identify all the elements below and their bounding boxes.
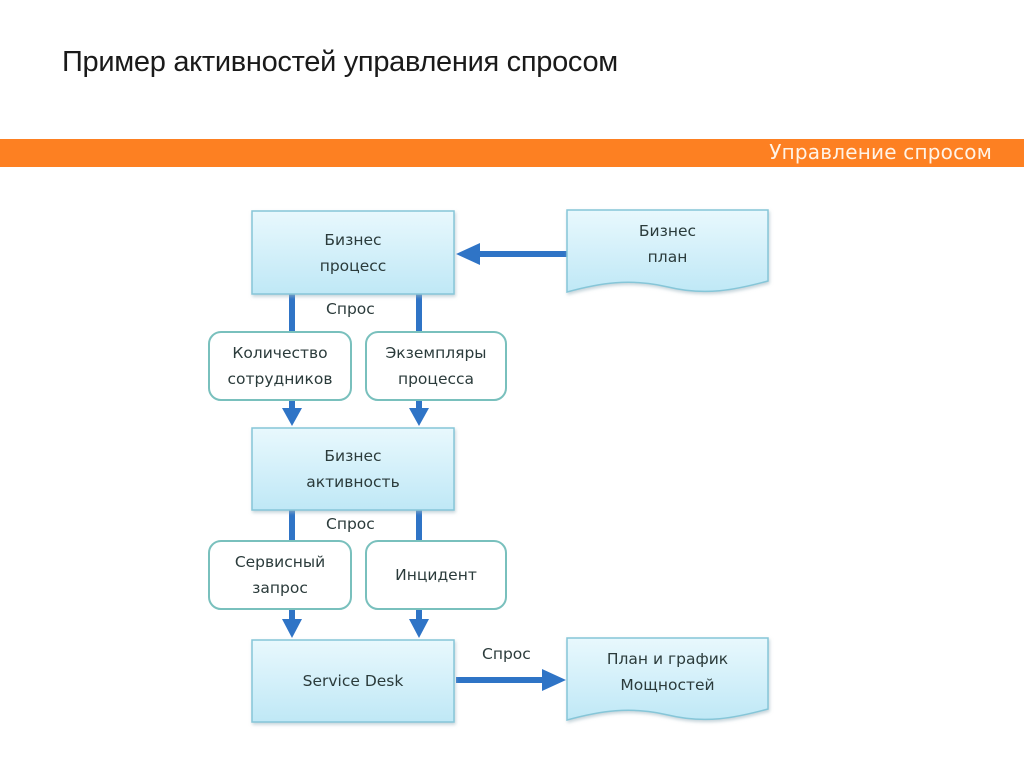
node-incident	[365, 540, 507, 610]
node-capacity-plan	[566, 637, 769, 721]
node-employee-count	[208, 331, 352, 401]
node-business-process	[251, 210, 455, 295]
edge-label-demand: Спрос	[482, 645, 531, 663]
arrowhead-left-icon	[456, 243, 480, 265]
node-service-request	[208, 540, 352, 610]
arrowhead-down-icon	[282, 619, 302, 638]
edge-label-demand: Спрос	[326, 515, 375, 533]
banner-label: Управление спросом	[769, 140, 992, 164]
arrowhead-down-icon	[282, 408, 302, 426]
section-banner: Управление спросом	[0, 139, 1024, 167]
page-title: Пример активностей управления спросом	[62, 46, 618, 78]
edge-label-demand: Спрос	[326, 300, 375, 318]
node-business-activity	[251, 427, 455, 511]
node-service-desk	[251, 639, 455, 723]
arrowhead-right-icon	[542, 669, 566, 691]
arrowhead-down-icon	[409, 619, 429, 638]
arrowhead-down-icon	[409, 408, 429, 426]
node-business-plan	[566, 209, 769, 293]
node-process-instances	[365, 331, 507, 401]
